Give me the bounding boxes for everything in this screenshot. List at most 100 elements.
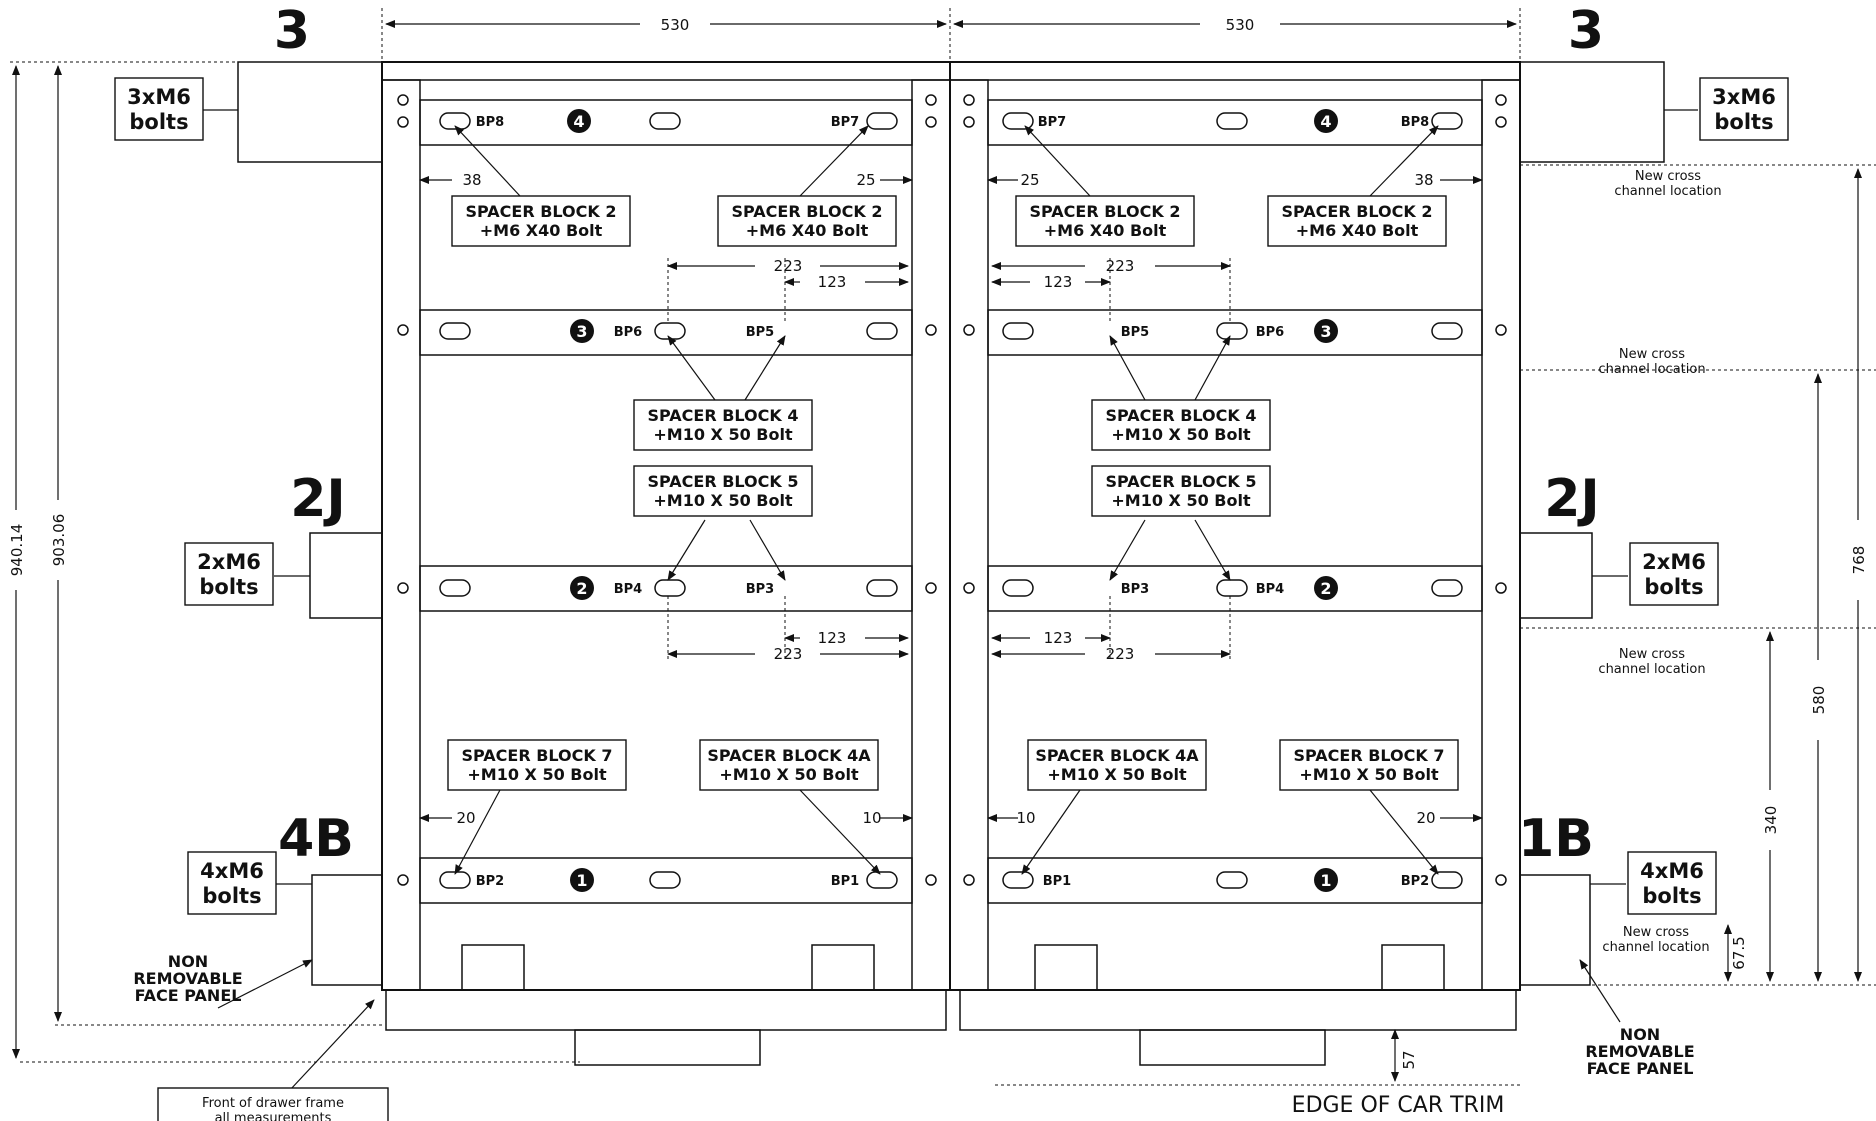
- rail-4-left-marker: [567, 109, 591, 133]
- spacer-bolt-0: +M6 X40 Bolt: [480, 221, 603, 240]
- dim-123-l-bot: 123: [818, 629, 847, 647]
- cross-channel-note-1: New cross: [1619, 347, 1685, 362]
- spacer-name-5: SPACER BLOCK 4: [1106, 406, 1257, 425]
- dim-10-right: 10: [1016, 809, 1035, 827]
- rail-4-left-number: 4: [573, 112, 584, 131]
- rail-2-right-marker: [1314, 576, 1338, 600]
- dim-123-r-top: 123: [1044, 273, 1073, 291]
- bolts-word-3: bolts: [1644, 575, 1703, 599]
- dim-223-r-bot: 223: [1106, 645, 1135, 663]
- spacer-box-sb4-4: [633, 399, 813, 451]
- spacer-box-sb2-2: [1015, 195, 1195, 247]
- spacer-name-10: SPACER BLOCK 4A: [1035, 746, 1199, 765]
- spacer-bolt-2: +M6 X40 Bolt: [1044, 221, 1167, 240]
- bolt-point-label-15: BP2: [1401, 874, 1429, 889]
- spacer-box-sb5-6: [633, 465, 813, 517]
- rail-3-left-number: 3: [576, 322, 587, 341]
- spacer-name-7: SPACER BLOCK 5: [1106, 472, 1257, 491]
- bolts-box-1: [1699, 77, 1789, 141]
- dim-57: 57: [1400, 1050, 1418, 1069]
- bolts-size-3: 2xM6: [1642, 550, 1706, 574]
- spacer-box-sb7-11: [1279, 739, 1459, 791]
- spacer-bolt-9: +M10 X 50 Bolt: [719, 765, 859, 784]
- spacer-name-1: SPACER BLOCK 2: [732, 202, 883, 221]
- cross-channel-note-3: New cross: [1623, 925, 1689, 940]
- spacer-box-sb5-7: [1091, 465, 1271, 517]
- front-frame-box: [157, 1087, 389, 1121]
- dim-67-5: 67.5: [1730, 936, 1748, 969]
- bolts-box-2: [184, 542, 274, 606]
- dim-frame-height: 903.06: [50, 514, 68, 567]
- dim-223-l-bot: 223: [774, 645, 803, 663]
- dim-20-left: 20: [456, 809, 475, 827]
- bolt-point-label-12: BP2: [476, 874, 504, 889]
- spacer-bolt-1: +M6 X40 Bolt: [746, 221, 869, 240]
- spacer-name-4: SPACER BLOCK 4: [648, 406, 799, 425]
- bolt-point-label-0: BP8: [476, 115, 504, 130]
- spacer-bolt-3: +M6 X40 Bolt: [1296, 221, 1419, 240]
- cross-channel-note-b-1: channel location: [1598, 362, 1705, 377]
- spacer-name-11: SPACER BLOCK 7: [1294, 746, 1445, 765]
- bolt-point-label-7: BP6: [1256, 325, 1284, 340]
- cross-channel-note-b-0: channel location: [1614, 184, 1721, 199]
- bolts-size-5: 4xM6: [1640, 859, 1704, 883]
- face-panel-left-0: NON: [168, 952, 208, 971]
- bolts-box-3: [1629, 542, 1719, 606]
- bracket-3-left: 3: [274, 1, 310, 61]
- spacer-name-9: SPACER BLOCK 4A: [707, 746, 871, 765]
- face-panel-right-1: REMOVABLE: [1585, 1042, 1694, 1061]
- rail-3-left-marker: [570, 319, 594, 343]
- edge-of-trim-label: EDGE OF CAR TRIM: [1292, 1093, 1505, 1118]
- rail-2-right-number: 2: [1320, 579, 1331, 598]
- dim-right-width: 530: [1226, 16, 1255, 34]
- face-panel-left-1: REMOVABLE: [133, 969, 242, 988]
- bolts-size-0: 3xM6: [127, 85, 191, 109]
- spacer-name-8: SPACER BLOCK 7: [462, 746, 613, 765]
- bracket-1b: 1B: [1518, 809, 1594, 869]
- dim-223-l-top: 223: [774, 257, 803, 275]
- dim-340: 340: [1762, 806, 1780, 835]
- bolts-size-1: 3xM6: [1712, 85, 1776, 109]
- rail-3-right-number: 3: [1320, 322, 1331, 341]
- dim-38-left: 38: [462, 171, 481, 189]
- bolt-point-label-9: BP3: [746, 582, 774, 597]
- cross-channel-note-b-2: channel location: [1598, 662, 1705, 677]
- spacer-box-sb4a-10: [1027, 739, 1207, 791]
- rail-2-left-number: 2: [576, 579, 587, 598]
- spacer-box-sb4-5: [1091, 399, 1271, 451]
- bolt-point-label-10: BP3: [1121, 582, 1149, 597]
- spacer-bolt-5: +M10 X 50 Bolt: [1111, 425, 1251, 444]
- cross-channel-note-0: New cross: [1635, 169, 1701, 184]
- dim-left-width: 530: [661, 16, 690, 34]
- rail-2-left-marker: [570, 576, 594, 600]
- spacer-name-3: SPACER BLOCK 2: [1282, 202, 1433, 221]
- bolts-word-1: bolts: [1714, 110, 1773, 134]
- dim-580: 580: [1810, 686, 1828, 715]
- front-frame-note-1: all measurements: [215, 1111, 332, 1121]
- cross-channel-note-b-3: channel location: [1602, 940, 1709, 955]
- spacer-bolt-11: +M10 X 50 Bolt: [1299, 765, 1439, 784]
- bolt-point-label-8: BP4: [614, 582, 642, 597]
- bolts-word-2: bolts: [199, 575, 258, 599]
- spacer-box-sb4a-9: [699, 739, 879, 791]
- spacer-bolt-7: +M10 X 50 Bolt: [1111, 491, 1251, 510]
- rail-4-right-marker: [1314, 109, 1338, 133]
- bracket-2j-left: 2J: [290, 469, 346, 529]
- bolt-point-label-3: BP8: [1401, 115, 1429, 130]
- dim-38-right: 38: [1414, 171, 1433, 189]
- spacer-bolt-10: +M10 X 50 Bolt: [1047, 765, 1187, 784]
- bolts-word-0: bolts: [129, 110, 188, 134]
- bolt-point-label-4: BP6: [614, 325, 642, 340]
- front-frame-note-0: Front of drawer frame: [202, 1096, 344, 1111]
- spacer-box-sb7-8: [447, 739, 627, 791]
- dim-25-left: 25: [856, 171, 875, 189]
- rail-3-right-marker: [1314, 319, 1338, 343]
- spacer-bolt-4: +M10 X 50 Bolt: [653, 425, 793, 444]
- bolts-word-4: bolts: [202, 884, 261, 908]
- dim-overall-height: 940.14: [8, 524, 26, 577]
- spacer-name-6: SPACER BLOCK 5: [648, 472, 799, 491]
- dim-25-right: 25: [1020, 171, 1039, 189]
- bolt-point-label-11: BP4: [1256, 582, 1284, 597]
- bolt-point-label-13: BP1: [831, 874, 859, 889]
- bracket-3-right: 3: [1568, 1, 1604, 61]
